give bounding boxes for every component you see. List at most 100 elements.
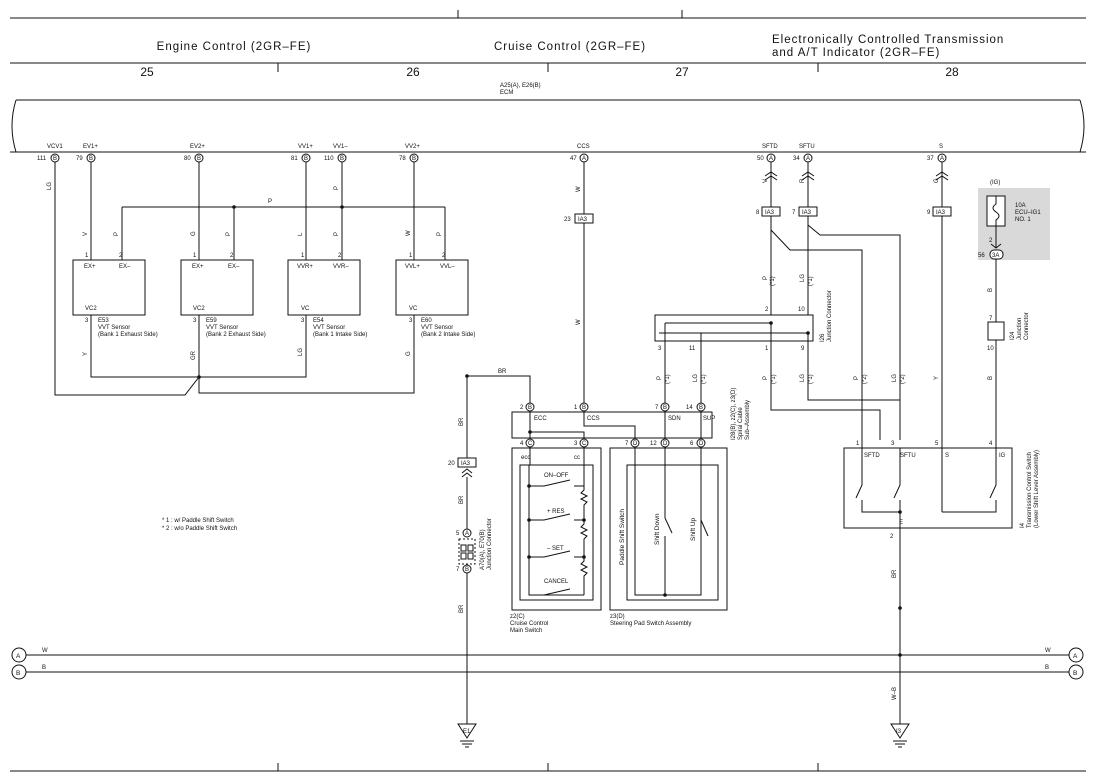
ecm-pin-name: VV1+: [298, 144, 313, 150]
connector-label: IA3: [461, 461, 471, 467]
sensor-terminal: EX–: [119, 264, 131, 270]
pin-number: 2: [890, 534, 894, 540]
wire-color: W–B: [892, 687, 898, 700]
bus-tag-label: A: [16, 653, 21, 660]
wire-color: LG: [800, 274, 806, 282]
sensor-terminal: VC: [409, 306, 418, 312]
wire-color: P: [226, 232, 232, 236]
wire-note: (*1): [770, 276, 776, 286]
pin-number: 10: [798, 307, 805, 313]
switch-label: ON–OFF: [544, 473, 569, 479]
wire-color: P: [763, 376, 769, 380]
pin-number: 8: [756, 210, 760, 216]
pin-number: 1: [409, 253, 413, 259]
bus-lines: A W W A B B B B: [11, 647, 1084, 680]
pin-number: 7: [625, 441, 629, 447]
ground-label: E1: [463, 729, 471, 735]
bus-tag-a: [1068, 647, 1084, 663]
pin-conn-letter: D: [699, 441, 704, 447]
wire-color: G: [934, 178, 940, 183]
wire-color: LG: [800, 374, 806, 382]
terminal-label: SFTU: [900, 453, 916, 459]
column-number: 28: [945, 65, 959, 79]
terminal-label: SDN: [668, 416, 681, 422]
note: * 1 : w/ Paddle Shift Switch: [162, 518, 234, 524]
pin-number: 7: [456, 567, 460, 573]
ecm-pin-name: SFTU: [799, 144, 815, 150]
switch-label: CANCEL: [544, 579, 569, 585]
pin-conn-letter: B: [699, 405, 703, 411]
transmission-control-switch: 1 3 5 4 SFTD SFTU S IG E 2 I4 Transmissi…: [843, 440, 1040, 724]
pin-conn-letter: C: [582, 441, 587, 447]
bus-tag-label: B: [1073, 670, 1077, 677]
pin-number: 2: [338, 253, 342, 259]
ecm-pin-number: 111: [37, 156, 47, 162]
component-id: z2(C): [510, 614, 525, 620]
wire-color: V: [83, 232, 89, 236]
pin-number: 2: [520, 405, 524, 411]
wire-color: W: [576, 319, 582, 325]
terminal-label: ecc: [521, 455, 530, 461]
connector-ia3: [457, 457, 477, 468]
wire-color: P: [334, 186, 340, 190]
component-name: Steering Pad Switch Assembly: [610, 621, 691, 627]
ecm-pin-name: EV2+: [190, 144, 205, 150]
wire-color: LG: [892, 374, 898, 382]
pin-conn-letter: A: [940, 156, 944, 162]
fuse-tag: (IG): [990, 180, 1000, 186]
ecm-pin-number: 81: [291, 156, 298, 162]
pin-conn-letter: B: [89, 156, 93, 162]
spiral-cable: B 2 B 1 B 7 B 14 ECC CCS SDN SUP C 4 C 3…: [511, 388, 751, 448]
component-name: Cruise Control: [510, 621, 548, 627]
ecm-pin-number: 80: [184, 156, 191, 162]
section-engine-control: Engine Control (2GR–FE): [157, 41, 312, 53]
wire-color: B: [988, 288, 994, 292]
pin-conn-letter: B: [663, 405, 667, 411]
wire-color: G: [406, 351, 412, 356]
connector-label: 3A: [992, 253, 999, 259]
cruise-control-main-switch: ecc cc ON–OFF + RES – SET CANCEL z2(C) C…: [510, 447, 602, 634]
pin-number: 3: [658, 346, 662, 352]
pin-number: 14: [686, 405, 693, 411]
pin-conn-letter: D: [663, 441, 668, 447]
sensor-desc: (Bank 1 Intake Side): [313, 332, 367, 338]
pin-number: 7: [792, 210, 796, 216]
terminal-label: ECC: [534, 416, 547, 422]
pin-number: 1: [301, 253, 305, 259]
wire-color: V: [763, 179, 769, 183]
pin-conn-letter: B: [528, 405, 532, 411]
component-desc: (Lower Shift Lever Assembly): [1034, 450, 1040, 528]
section-cruise-control: Cruise Control (2GR–FE): [494, 41, 646, 53]
pin-number: 20: [448, 461, 455, 467]
sensor-desc: (Bank 2 Intake Side): [421, 332, 475, 338]
pin-conn-letter: D: [633, 441, 638, 447]
footer-rule: [10, 763, 1086, 772]
spiral-cable-box: [511, 411, 713, 439]
connector-id: A70(A), E70(B): [480, 529, 486, 570]
pin-number: 12: [650, 441, 657, 447]
wire-color: W: [1045, 648, 1051, 654]
ecm-pin-name: VV1–: [333, 144, 348, 150]
pin-number: 3: [193, 318, 197, 324]
pin-number: 3: [891, 441, 895, 447]
pin-conn-letter: B: [465, 567, 469, 573]
connector-label: IA3: [802, 210, 812, 216]
ecm-pin-number: 110: [324, 156, 334, 162]
pin-conn-letter: A: [465, 531, 469, 537]
wire-color: P: [437, 232, 443, 236]
terminal-label: E: [899, 520, 903, 526]
splice: [232, 205, 236, 209]
wire-color: W: [406, 230, 412, 236]
column-number: 27: [675, 65, 689, 79]
splice: [340, 205, 344, 209]
section-transmission: Electronically Controlled Transmission: [772, 34, 1004, 46]
pin-number: 7: [989, 316, 993, 322]
connector-name: Junction Connector: [487, 518, 493, 570]
wire-color: W: [42, 648, 48, 654]
ecm-pin-number: 47: [570, 156, 577, 162]
pin-number: 1: [574, 405, 578, 411]
vvt-sensor-e59: 1 2 EX+ EX– VC2 3 E59 VVT Sensor (Bank 2…: [180, 253, 266, 338]
sensor-terminal: VC: [301, 306, 310, 312]
wire-color: P: [268, 199, 272, 205]
